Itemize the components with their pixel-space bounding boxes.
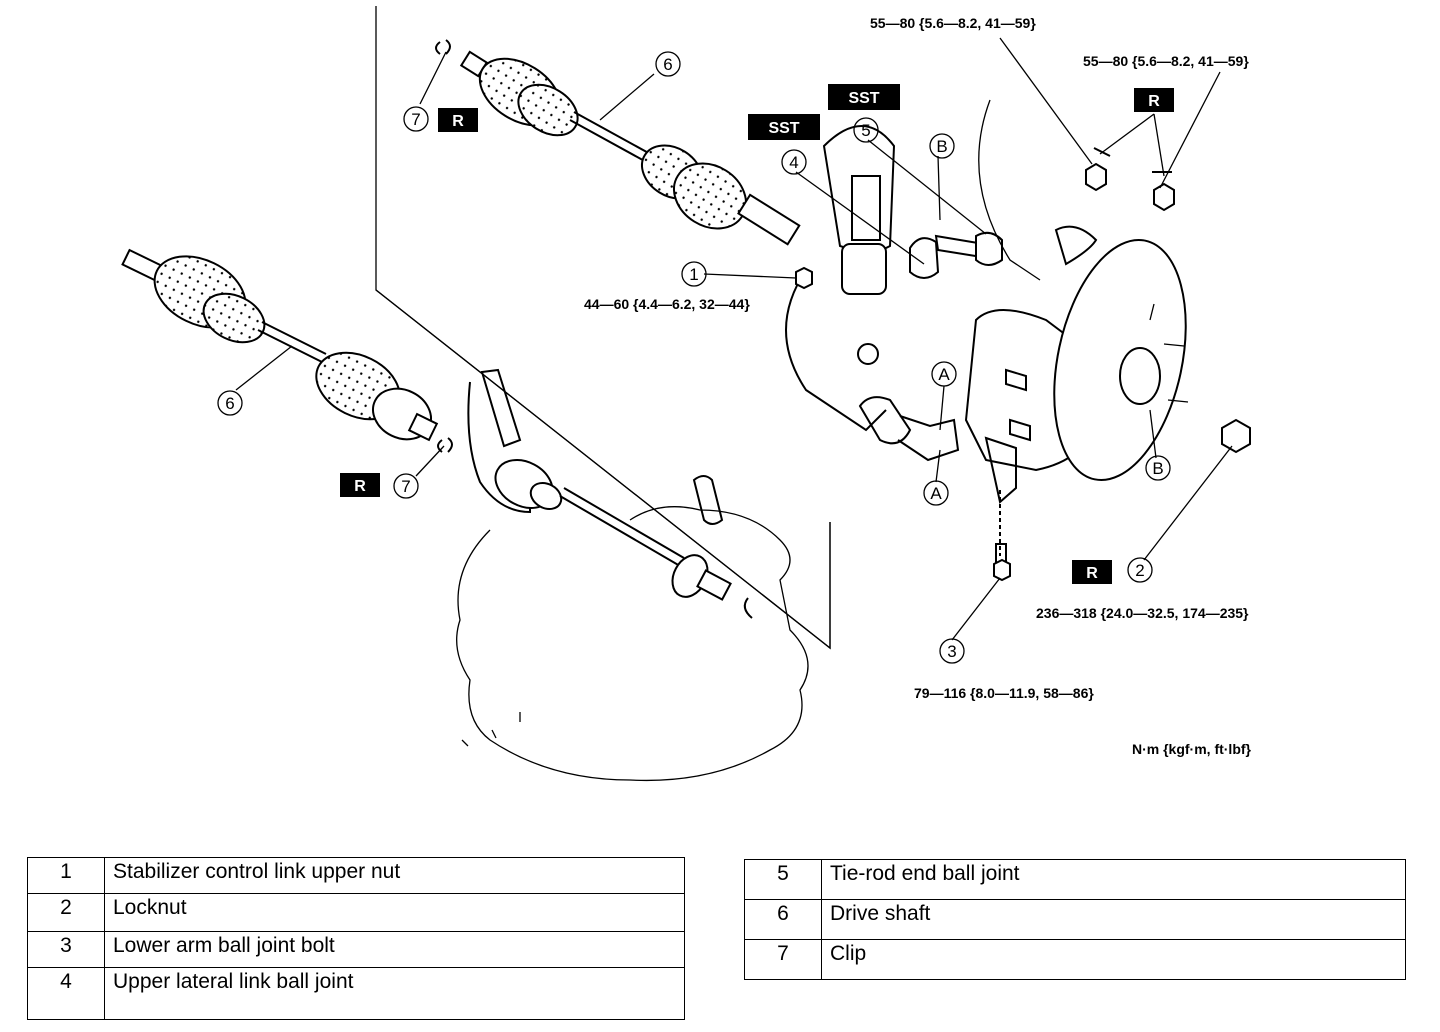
torque-locknut: 236—318 {24.0—32.5, 174—235} bbox=[1036, 605, 1249, 621]
knuckle-assembly bbox=[785, 99, 1189, 556]
callout-b-top: B bbox=[929, 133, 955, 159]
callout-a-bottom: A bbox=[923, 480, 949, 506]
drive-shaft-lower bbox=[121, 248, 439, 442]
legend-num: 2 bbox=[27, 893, 105, 932]
svg-text:B: B bbox=[1152, 459, 1163, 478]
legend-num: 3 bbox=[27, 931, 105, 968]
legend-desc: Stabilizer control link upper nut bbox=[104, 857, 685, 894]
stabilizer-link-nut bbox=[795, 266, 813, 290]
torque-stabilizer-nut: 44—60 {4.4—6.2, 32—44} bbox=[584, 296, 750, 312]
lower-arm-bolt-nut bbox=[993, 558, 1011, 582]
tag-sst-4: SST bbox=[748, 114, 820, 140]
svg-text:5: 5 bbox=[861, 121, 870, 140]
table-row: 1 Stabilizer control link upper nut bbox=[27, 857, 685, 894]
svg-text:R: R bbox=[354, 478, 366, 495]
tag-replace-2: R bbox=[1072, 560, 1112, 584]
clip-lower bbox=[437, 437, 453, 453]
svg-text:7: 7 bbox=[401, 477, 410, 496]
legend-table-left: 1 Stabilizer control link upper nut 2 Lo… bbox=[27, 857, 685, 1020]
callout-a-top: A bbox=[931, 361, 957, 387]
svg-text:SST: SST bbox=[768, 120, 799, 137]
table-row: 6 Drive shaft bbox=[744, 899, 1406, 940]
drive-shaft-upper-frame bbox=[375, 6, 831, 650]
svg-text:3: 3 bbox=[947, 642, 956, 661]
callout-2: 2 bbox=[1127, 557, 1153, 583]
torque-units: N·m {kgf·m, ft·lbf} bbox=[1132, 741, 1252, 757]
legend-desc: Upper lateral link ball joint bbox=[104, 967, 685, 1020]
svg-text:4: 4 bbox=[789, 153, 798, 172]
callout-1: 1 bbox=[681, 261, 707, 287]
leader-lines bbox=[235, 37, 1233, 641]
legend-num: 4 bbox=[27, 967, 105, 1020]
legend-num: 7 bbox=[744, 939, 822, 980]
svg-text:7: 7 bbox=[411, 110, 420, 129]
torque-lower-arm-bolt: 79—116 {8.0—11.9, 58—86} bbox=[914, 685, 1094, 701]
legend-table-right: 5 Tie-rod end ball joint 6 Drive shaft 7… bbox=[744, 859, 1406, 980]
svg-text:2: 2 bbox=[1135, 561, 1144, 580]
callout-4: 4 bbox=[781, 149, 807, 175]
legend-desc: Clip bbox=[821, 939, 1406, 980]
svg-text:R: R bbox=[1148, 93, 1160, 110]
callout-6-upper: 6 bbox=[655, 51, 681, 77]
torque-upper-nut-1: 55—80 {5.6—8.2, 41—59} bbox=[870, 15, 1036, 31]
exploded-view-diagram: R R SST SST R R 7 7 6 6 4 5 bbox=[121, 6, 1252, 782]
clip-upper bbox=[435, 39, 451, 55]
table-row: 7 Clip bbox=[744, 939, 1406, 980]
svg-text:R: R bbox=[1086, 565, 1098, 582]
table-row: 3 Lower arm ball joint bolt bbox=[27, 931, 685, 968]
svg-text:A: A bbox=[938, 365, 950, 384]
callout-5: 5 bbox=[853, 117, 879, 143]
svg-text:R: R bbox=[452, 113, 464, 130]
legend-desc: Locknut bbox=[104, 893, 685, 932]
svg-text:SST: SST bbox=[848, 90, 879, 107]
svg-text:1: 1 bbox=[689, 265, 698, 284]
table-row: 2 Locknut bbox=[27, 893, 685, 932]
clip-transaxle bbox=[743, 597, 753, 619]
legend-num: 1 bbox=[27, 857, 105, 894]
svg-text:6: 6 bbox=[225, 394, 234, 413]
callout-7-upper: 7 bbox=[403, 106, 429, 132]
tag-replace-7-lower: R bbox=[340, 473, 380, 497]
upper-lateral-nut-2 bbox=[1153, 182, 1175, 212]
legend-desc: Lower arm ball joint bolt bbox=[104, 931, 685, 968]
locknut bbox=[1221, 418, 1251, 454]
svg-text:6: 6 bbox=[663, 55, 672, 74]
svg-text:B: B bbox=[936, 137, 947, 156]
callout-b-bottom: B bbox=[1145, 455, 1171, 481]
callout-6-lower: 6 bbox=[217, 390, 243, 416]
legend-desc: Drive shaft bbox=[821, 899, 1406, 940]
legend-desc: Tie-rod end ball joint bbox=[821, 859, 1406, 900]
tag-replace-7-upper: R bbox=[438, 108, 478, 132]
svg-text:A: A bbox=[930, 484, 942, 503]
upper-lateral-nut-1 bbox=[1085, 162, 1107, 192]
torque-upper-nut-2: 55—80 {5.6—8.2, 41—59} bbox=[1083, 53, 1249, 69]
table-row: 4 Upper lateral link ball joint bbox=[27, 967, 685, 1020]
transaxle bbox=[375, 289, 831, 782]
drive-shaft-upper bbox=[459, 50, 801, 246]
table-row: 5 Tie-rod end ball joint bbox=[744, 859, 1406, 900]
callout-7-lower: 7 bbox=[393, 473, 419, 499]
legend-num: 5 bbox=[744, 859, 822, 900]
legend-num: 6 bbox=[744, 899, 822, 940]
callout-3: 3 bbox=[939, 638, 965, 664]
tag-sst-5: SST bbox=[828, 84, 900, 110]
tag-replace-nuts: R bbox=[1134, 88, 1174, 112]
